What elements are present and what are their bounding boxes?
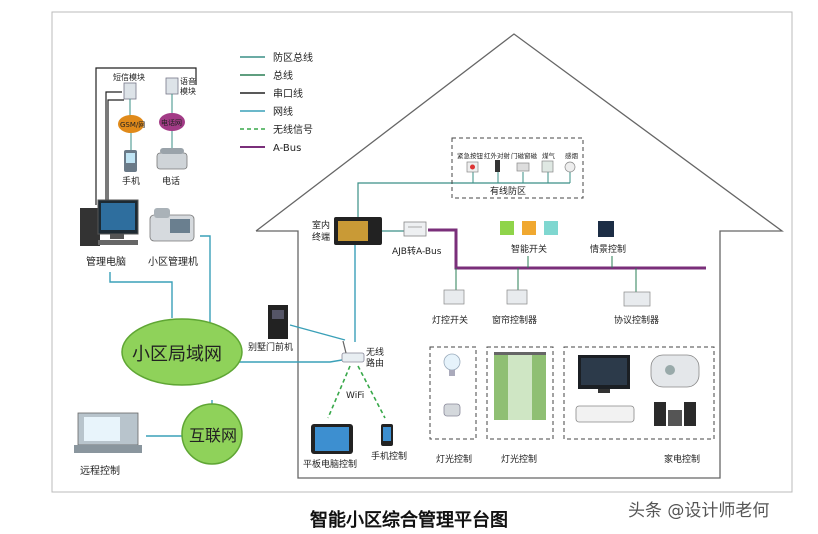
indoor-terminal-label-1: 室内 bbox=[312, 219, 330, 231]
curtain-controller-icon bbox=[506, 289, 528, 305]
mobile-icon bbox=[124, 150, 137, 172]
wired-zone-label: 有线防区 bbox=[490, 185, 526, 197]
stereo-icon bbox=[654, 402, 696, 426]
phone-net-label: 电话网 bbox=[161, 118, 182, 127]
water-heater-icon bbox=[650, 354, 700, 388]
telephone-label: 电话 bbox=[162, 175, 180, 187]
voice-module-icon bbox=[165, 77, 179, 95]
lighting-box bbox=[429, 346, 477, 440]
house-outline bbox=[255, 33, 784, 479]
lamp-ctrl-label: 灯光控制 bbox=[501, 453, 537, 465]
scene-control-icon bbox=[598, 221, 614, 237]
phone-ctrl-label: 手机控制 bbox=[371, 450, 407, 462]
internet-node bbox=[181, 403, 243, 465]
internet-label: 互联网 bbox=[189, 426, 237, 445]
sensor-label: 紧急按钮 bbox=[457, 151, 484, 160]
diagram-caption: 智能小区综合管理平台图 bbox=[310, 510, 508, 531]
legend-serial: 串口线 bbox=[273, 87, 303, 100]
indoor-terminal-icon bbox=[334, 217, 382, 245]
appliance-ctrl-label: 家电控制 bbox=[664, 453, 700, 465]
tablet-icon bbox=[311, 424, 353, 454]
legend-abus: A-Bus bbox=[273, 143, 301, 154]
emergency-button-dot bbox=[470, 164, 475, 170]
tablet-label: 平板电脑控制 bbox=[303, 458, 357, 470]
bulb-icon bbox=[443, 353, 461, 376]
ajb-module-icon bbox=[403, 221, 427, 237]
curtain-icon bbox=[494, 352, 546, 420]
air-conditioner-icon bbox=[575, 405, 635, 423]
voice-module-label-2: 模块 bbox=[180, 86, 196, 96]
abus-drops bbox=[455, 256, 637, 292]
legend-wireless: 无线信号 bbox=[273, 123, 313, 136]
serial-lines bbox=[95, 67, 197, 205]
wifi-label: WiFi bbox=[346, 391, 364, 401]
sms-module-icon bbox=[123, 82, 137, 100]
lan-node bbox=[121, 318, 243, 386]
lan-label: 小区局域网 bbox=[132, 344, 222, 365]
abus-line bbox=[428, 228, 706, 270]
sms-module-label: 短信模块 bbox=[113, 72, 145, 82]
sensor-drops bbox=[472, 172, 571, 183]
voice-module-label-1: 语音 bbox=[180, 76, 196, 86]
tv-icon bbox=[578, 355, 630, 393]
sensor-label: 感烟 bbox=[565, 151, 579, 160]
sensor-label: 红外对射 bbox=[484, 151, 511, 160]
smart-switch-icon bbox=[500, 221, 514, 235]
smart-switch-icon bbox=[522, 221, 536, 235]
router-icon bbox=[341, 340, 365, 363]
community-mgr-label: 小区管理机 bbox=[148, 255, 198, 268]
curtain-ctrl-label: 窗帘控制器 bbox=[492, 314, 537, 326]
phone-net-node bbox=[159, 113, 185, 131]
mobile-label: 手机 bbox=[122, 175, 140, 187]
sensor-label: 门磁窗磁 bbox=[511, 151, 538, 160]
smoke-sensor-icon bbox=[564, 161, 576, 173]
door-station-icon bbox=[268, 305, 288, 339]
computer-icon bbox=[80, 199, 139, 246]
router-label-1: 无线 bbox=[366, 346, 384, 358]
villa-door-label: 别墅门前机 bbox=[248, 341, 293, 353]
remote-label: 远程控制 bbox=[80, 464, 120, 477]
legend-zone-bus: 防区总线 bbox=[273, 51, 313, 64]
laptop-icon bbox=[74, 412, 142, 453]
spotlight-icon bbox=[443, 403, 461, 417]
light-ctrl-label: 灯光控制 bbox=[436, 453, 472, 465]
telephone-icon bbox=[156, 148, 188, 170]
smart-switch-icon bbox=[544, 221, 558, 235]
door-sensor-icon bbox=[516, 162, 530, 172]
curtain-box bbox=[486, 346, 554, 440]
protocol-ctrl-label: 协议控制器 bbox=[614, 314, 659, 326]
gsm-label: GSM/网 bbox=[120, 121, 145, 129]
indoor-terminal-label-2: 终端 bbox=[312, 231, 330, 243]
light-switch-icon bbox=[443, 289, 465, 305]
protocol-controller-icon bbox=[623, 291, 651, 307]
mgmt-pc-label: 管理电脑 bbox=[86, 255, 126, 268]
router-label-2: 路由 bbox=[366, 357, 384, 369]
community-manager-icon bbox=[149, 208, 195, 242]
scene-ctrl-label: 情景控制 bbox=[590, 243, 626, 255]
zone-bus-line bbox=[357, 182, 570, 217]
wifi-links bbox=[327, 365, 386, 419]
watermark: 头条 @设计师老何 bbox=[628, 501, 770, 521]
gsm-node bbox=[118, 115, 144, 133]
appliance-box bbox=[563, 346, 715, 440]
light-switch-label: 灯控开关 bbox=[432, 314, 468, 326]
legend-bus: 总线 bbox=[273, 69, 293, 82]
gas-sensor-icon bbox=[541, 160, 554, 173]
legend-network: 网线 bbox=[273, 105, 293, 118]
infrared-beam-icon bbox=[495, 160, 500, 172]
smart-switch-label: 智能开关 bbox=[511, 243, 547, 255]
legend: 防区总线 总线 串口线 网线 无线信号 A-Bus bbox=[240, 51, 313, 154]
ajb-label: AJB转A-Bus bbox=[392, 245, 442, 257]
wired-zone-box bbox=[451, 137, 584, 199]
sensor-label: 煤气 bbox=[542, 151, 556, 160]
phone-ctrl-icon bbox=[381, 424, 393, 446]
